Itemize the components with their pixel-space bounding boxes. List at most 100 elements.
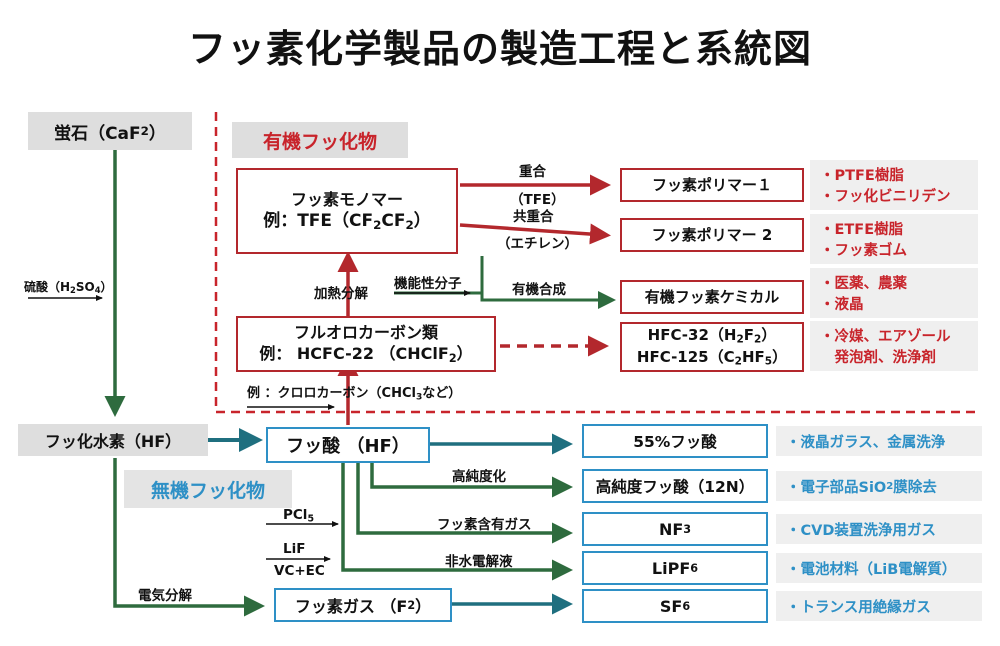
- copolymerize-label: 共重合: [513, 209, 554, 225]
- fc-line2: 例： HCFC-22 （CHClF2）: [259, 343, 472, 366]
- hfc-note-1: ・冷媒、エアゾール: [820, 329, 951, 345]
- inorganic-section-label: 無機フッ化物: [124, 470, 292, 508]
- fc-line1: フルオロカーボン類: [293, 322, 438, 342]
- hf-acid-box: フッ酸 （HF）: [266, 427, 430, 463]
- polymerize-label: 重合: [519, 164, 546, 180]
- pcl5-label: PCl5: [283, 507, 314, 524]
- f-gas-label: フッ素含有ガス: [437, 517, 532, 533]
- chemical-box: 有機フッ素ケミカル: [620, 280, 804, 314]
- lipf6-note: ・電池材料（LiB電解質）: [776, 553, 982, 583]
- sulfuric-sub-4: 4: [94, 285, 101, 296]
- hfc-notes: ・冷媒、エアゾール 発泡剤、洗浄剤: [810, 321, 978, 371]
- monomer-sub1: 2: [373, 218, 382, 233]
- hfc2-b: HF: [741, 348, 765, 366]
- functional-molecule-label: 機能性分子: [394, 276, 462, 292]
- polymer1-note-1: ・PTFE樹脂: [820, 168, 904, 184]
- monomer-a: 例：TFE（CF: [263, 211, 374, 232]
- hf55-box: 55%フッ酸: [582, 424, 768, 458]
- pcl5-a: PCl: [283, 507, 308, 523]
- polymer1-notes: ・PTFE樹脂 ・フッ化ビニリデン: [810, 160, 978, 210]
- sulfuric-acid-label: 硫酸（H2SO4）: [24, 278, 113, 295]
- hfc2-sub1: 2: [734, 355, 742, 368]
- page-title: フッ素化学製品の製造工程と系統図: [187, 27, 812, 71]
- chloro-sub: 3: [415, 392, 423, 403]
- f2-sub: 2: [407, 598, 416, 612]
- sulfuric-sub-2: 2: [70, 285, 76, 296]
- organic-synth-label: 有機合成: [512, 282, 566, 298]
- polymer2-box: フッ素ポリマー 2: [620, 218, 804, 252]
- hfc-line1: HFC-32（H2F2）: [648, 325, 777, 347]
- chemical-notes: ・医薬、農薬 ・液晶: [810, 268, 978, 318]
- organic-section-label: 有機フッ化物: [232, 122, 408, 158]
- polymer1-note-2: ・フッ化ビニリデン: [820, 189, 951, 206]
- vcec-label: VC+EC: [274, 563, 325, 579]
- hfc1-a: HFC-32（H: [647, 326, 737, 345]
- chemical-note-1: ・医薬、農薬: [820, 276, 907, 292]
- fluorite-end: ）: [148, 123, 166, 144]
- f2-end: ）: [415, 597, 432, 616]
- lipf6-sub: 6: [690, 561, 699, 575]
- hfc-note-2: 発泡剤、洗浄剤: [820, 350, 936, 367]
- nf3-a: NF: [658, 519, 684, 539]
- monomer-sub2: 2: [405, 218, 414, 233]
- hfc1-end: ）: [761, 326, 777, 345]
- monomer-line1: フッ素モノマー: [290, 189, 403, 209]
- hfc1-sub1: 2: [736, 333, 744, 346]
- pyrolysis-label: 加熱分解: [314, 286, 368, 302]
- sf6-note: ・トランス用絶縁ガス: [776, 591, 982, 621]
- sf6-sub: 6: [682, 599, 691, 613]
- electrolyte-label: 非水電解液: [445, 554, 513, 570]
- tfe-label: （TFE）: [510, 192, 565, 208]
- hfc1-b: F: [743, 326, 755, 345]
- monomer-line2: 例：TFE（CF2CF2）: [263, 210, 431, 233]
- high-purity-label: 高純度化: [452, 469, 506, 485]
- monomer-b: CF: [381, 211, 406, 232]
- hfc2-sub2: 5: [764, 355, 773, 368]
- f2-a: フッ素ガス （F: [294, 597, 408, 616]
- chemical-note-2: ・液晶: [820, 297, 864, 314]
- chloro-a: 例 ：クロロカーボン（CHCl: [247, 386, 416, 401]
- chloro-end: など）: [422, 386, 462, 401]
- hf12n-note-b: 膜除去: [893, 479, 937, 496]
- fluorocarbon-box: フルオロカーボン類 例： HCFC-22 （CHClF2）: [236, 316, 496, 372]
- hfc1-sub2: 2: [754, 333, 762, 346]
- polymer2-notes: ・ETFE樹脂 ・フッ素ゴム: [810, 214, 978, 264]
- hf12n-note-sub: 2: [886, 480, 894, 492]
- fc-sub: 2: [448, 352, 457, 366]
- hfc2-a: HFC-125（C: [636, 348, 735, 366]
- electrolysis-label: 電気分解: [138, 588, 192, 604]
- fc-end: ）: [456, 344, 473, 364]
- lif-label: LiF: [283, 541, 306, 557]
- lipf6-a: LiPF: [651, 558, 691, 578]
- hf12n-note-a: ・電子部品SiO: [786, 479, 887, 496]
- hf12n-box: 高純度フッ酸（12N）: [582, 469, 768, 503]
- hfc-line2: HFC-125（C2HF5）: [637, 347, 787, 369]
- sulfuric-a: 硫酸（H: [24, 280, 71, 294]
- hfc-box: HFC-32（H2F2） HFC-125（C2HF5）: [620, 322, 804, 372]
- nf3-sub: 3: [683, 522, 692, 536]
- fc-a: 例： HCFC-22 （CHClF: [259, 344, 449, 364]
- sulfuric-end: ）: [100, 280, 113, 294]
- polymer1-box: フッ素ポリマー１: [620, 168, 804, 202]
- sf6-a: SF: [659, 596, 683, 616]
- ethylene-label: （エチレン）: [497, 236, 578, 252]
- monomer-box: フッ素モノマー 例：TFE（CF2CF2）: [236, 168, 458, 254]
- polymer2-note-1: ・ETFE樹脂: [820, 222, 904, 238]
- chlorocarbon-label: 例 ：クロロカーボン（CHCl3など）: [247, 382, 461, 402]
- pcl5-sub: 5: [307, 513, 315, 525]
- monomer-end: ）: [413, 211, 431, 232]
- fluorite-label: 蛍石（CaF: [54, 123, 141, 144]
- hfc2-end: ）: [772, 348, 788, 366]
- fluorite-sub: 2: [140, 124, 149, 138]
- hf-gas-box: フッ化水素（HF）: [18, 424, 208, 456]
- polymer2-note-2: ・フッ素ゴム: [820, 243, 907, 260]
- hf55-note: ・液晶ガラス、金属洗浄: [776, 426, 982, 456]
- sulfuric-b: SO: [75, 280, 95, 294]
